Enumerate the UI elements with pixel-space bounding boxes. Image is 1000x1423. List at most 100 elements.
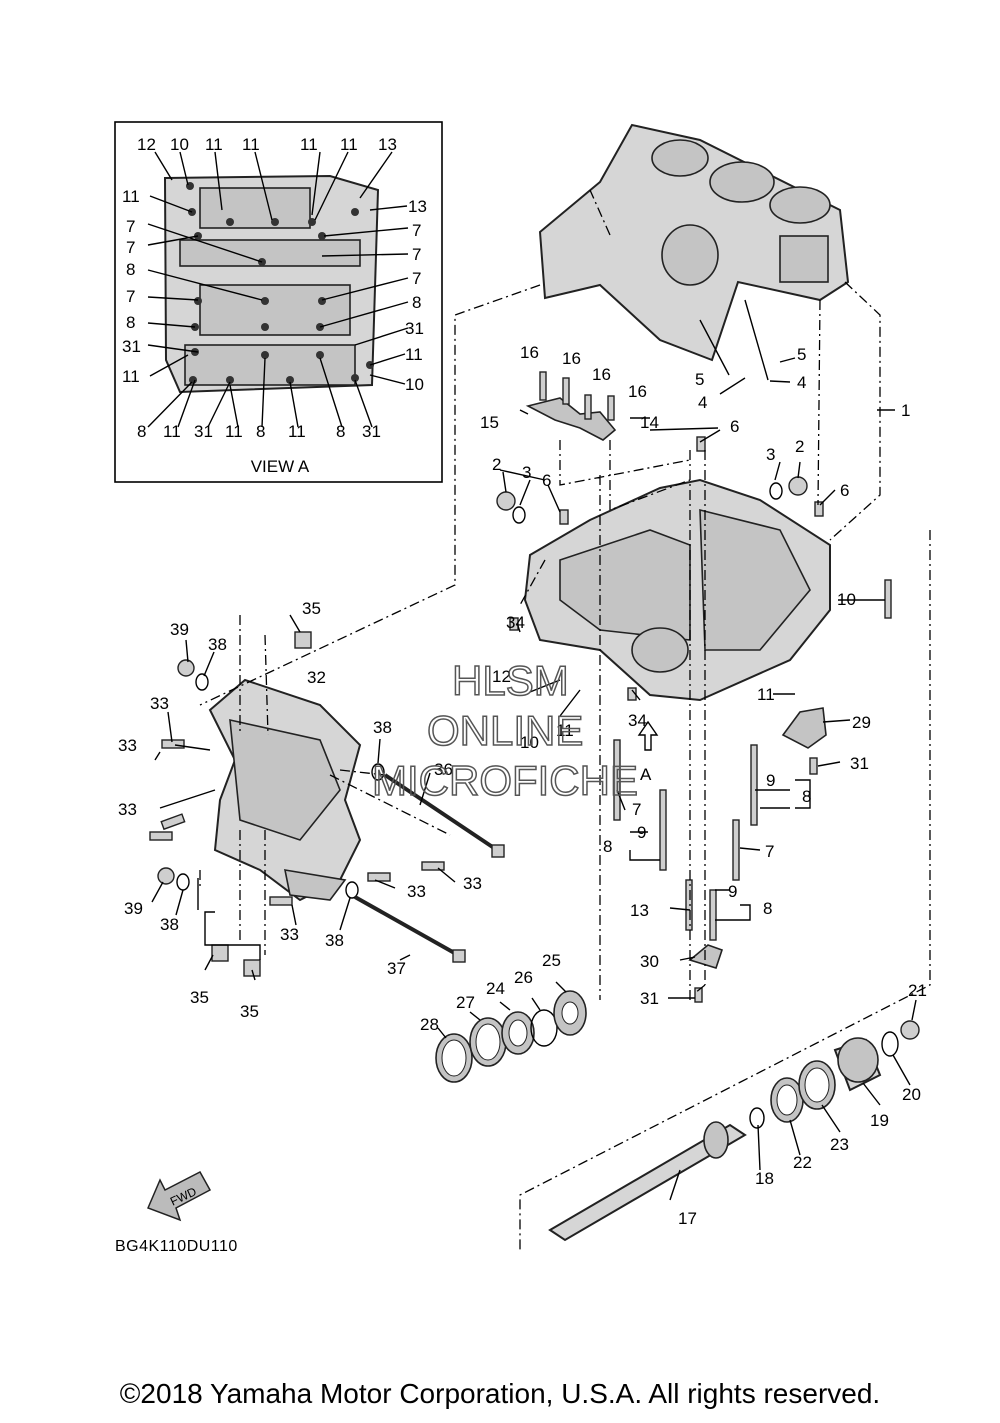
callout-8: 8 (336, 422, 345, 441)
callout-35: 35 (190, 988, 209, 1007)
callout-11: 11 (300, 135, 318, 154)
view-a-callouts: 12 10 11 11 11 11 13 11 13 7 7 7 7 8 7 7… (122, 135, 427, 441)
callout-13: 13 (378, 135, 397, 154)
callout-28: 28 (420, 1015, 439, 1034)
callout-9: 9 (637, 823, 646, 842)
callout-13: 13 (630, 901, 649, 920)
callout-7: 7 (412, 269, 421, 288)
callout-5: 5 (797, 345, 806, 364)
callout-31: 31 (405, 319, 424, 338)
callout-12: 12 (137, 135, 156, 154)
callout-22: 22 (793, 1153, 812, 1172)
callout-11: 11 (163, 422, 181, 441)
callout-11: 11 (556, 721, 574, 740)
callout-3: 3 (766, 445, 775, 464)
view-a-marker: A (637, 720, 659, 784)
callout-11: 11 (225, 422, 243, 441)
callout-37: 37 (387, 959, 406, 978)
callout-39: 39 (170, 620, 189, 639)
callout-16: 16 (592, 365, 611, 384)
callout-2: 2 (492, 455, 501, 474)
callout-8: 8 (256, 422, 265, 441)
callout-7: 7 (765, 842, 774, 861)
callout-14: 14 (640, 413, 659, 432)
callout-4: 4 (698, 393, 707, 412)
callout-7: 7 (126, 238, 135, 257)
callout-2: 2 (795, 437, 804, 456)
callout-33: 33 (150, 694, 169, 713)
callout-10: 10 (520, 733, 539, 752)
callout-17: 17 (678, 1209, 697, 1228)
callout-33: 33 (463, 874, 482, 893)
callout-12: 12 (492, 667, 511, 686)
callout-26: 26 (514, 968, 533, 987)
callout-8: 8 (126, 260, 135, 279)
callout-38: 38 (373, 718, 392, 737)
callout-16: 16 (562, 349, 581, 368)
watermark: HLSM ONLINE MICROFICHE (371, 656, 639, 805)
callout-11: 11 (122, 367, 140, 386)
callout-35: 35 (240, 1002, 259, 1021)
callout-31: 31 (122, 337, 141, 356)
callout-10: 10 (837, 590, 856, 609)
callout-31: 31 (194, 422, 213, 441)
callout-19: 19 (870, 1111, 889, 1130)
callout-13: 13 (408, 197, 427, 216)
callout-6: 6 (840, 481, 849, 500)
callout-9: 9 (728, 882, 737, 901)
svg-text:ONLINE: ONLINE (427, 707, 583, 754)
small-parts (149, 371, 892, 1003)
callout-8: 8 (763, 899, 772, 918)
callout-8: 8 (802, 787, 811, 806)
callout-16: 16 (520, 343, 539, 362)
callout-38: 38 (208, 635, 227, 654)
callout-31: 31 (850, 754, 869, 773)
callout-36: 36 (434, 760, 453, 779)
callout-33: 33 (118, 736, 137, 755)
main-callouts: 1 2 2 3 3 4 4 5 5 6 6 6 7 7 8 8 8 9 9 9 … (118, 343, 927, 1228)
svg-text:MICROFICHE: MICROFICHE (372, 757, 638, 804)
callout-11: 11 (205, 135, 223, 154)
callout-7: 7 (126, 217, 135, 236)
lower-crankcase (523, 478, 831, 702)
drive-shaft-assembly (548, 1020, 920, 1242)
callout-34: 34 (628, 711, 647, 730)
callout-29: 29 (852, 713, 871, 732)
callout-38: 38 (325, 931, 344, 950)
callout-11: 11 (340, 135, 358, 154)
diagram-code: BG4K110DU110 (115, 1238, 238, 1255)
callout-11: 11 (757, 685, 775, 704)
view-a-frame (114, 121, 443, 483)
callout-6: 6 (730, 417, 739, 436)
callout-10: 10 (405, 375, 424, 394)
callout-10: 10 (170, 135, 189, 154)
callout-27: 27 (456, 993, 475, 1012)
callout-11: 11 (242, 135, 260, 154)
engine-mount-bracket (208, 678, 362, 902)
callout-30: 30 (640, 952, 659, 971)
callout-15: 15 (480, 413, 499, 432)
callout-11: 11 (405, 345, 423, 364)
callout-8: 8 (603, 837, 612, 856)
callout-33: 33 (118, 800, 137, 819)
callout-23: 23 (830, 1135, 849, 1154)
fwd-arrow: FWD (147, 1171, 212, 1222)
seals-bearings (435, 990, 587, 1083)
upper-crankcase (538, 123, 850, 362)
main-leader-lines (151, 189, 931, 1250)
callout-8: 8 (126, 313, 135, 332)
callout-33: 33 (280, 925, 299, 944)
copyright-notice: ©2018 Yamaha Motor Corporation, U.S.A. A… (119, 1378, 881, 1409)
callout-31: 31 (640, 989, 659, 1008)
callout-38: 38 (160, 915, 179, 934)
callout-39: 39 (124, 899, 143, 918)
callout-21: 21 (908, 981, 927, 1000)
callout-5: 5 (695, 370, 704, 389)
callout-8: 8 (412, 293, 421, 312)
callout-34: 34 (506, 613, 525, 632)
callout-7: 7 (632, 800, 641, 819)
callout-8: 8 (137, 422, 146, 441)
callout-33: 33 (407, 882, 426, 901)
svg-text:A: A (640, 765, 652, 784)
